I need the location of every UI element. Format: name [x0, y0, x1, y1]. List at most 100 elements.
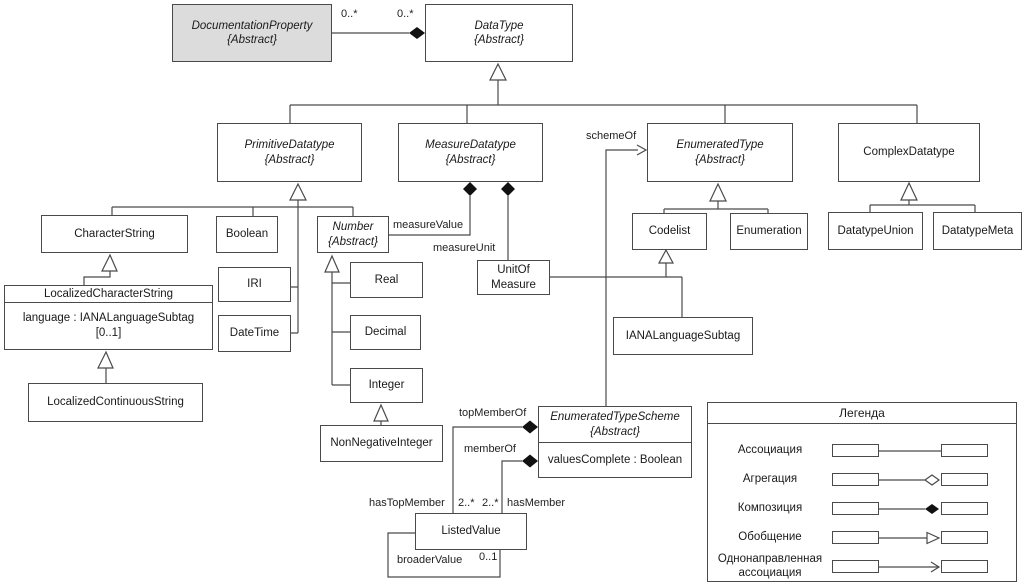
- legend-row-directed-association: Однонаправленная ассоциация: [708, 552, 1016, 581]
- edge-label-role-measureunit: measureUnit: [433, 242, 496, 254]
- diamond-topmemberof: [522, 420, 538, 434]
- class-title-line: NonNegativeInteger: [330, 437, 433, 450]
- composition-connector-icon: [879, 503, 939, 514]
- class-title: LocalizedContinuousString: [29, 384, 202, 421]
- edge-primitive-children: [111, 200, 354, 334]
- class-title: Number{Abstract}: [318, 217, 388, 252]
- node-boolean: Boolean: [216, 216, 278, 253]
- legend-row-label: Ассоциация: [737, 443, 803, 456]
- class-title-line: {Abstract}: [227, 34, 277, 46]
- legend-target-box: [941, 444, 988, 457]
- node-documentation-property: DocumentationProperty {Abstract}: [172, 4, 332, 62]
- class-title-line: CharacterString: [74, 227, 155, 240]
- legend-source-box: [832, 502, 879, 515]
- node-iana-language-subtag: IANALanguageSubtag: [613, 317, 753, 355]
- edge-label-mult-docprop-end: 0..*: [341, 8, 358, 20]
- triangle-enumeratedtype: [709, 182, 727, 202]
- diamond-memberof: [522, 454, 538, 468]
- legend-row-aggregation: Агрегация: [708, 465, 1016, 494]
- class-title: Integer: [351, 369, 422, 402]
- class-title-line: Boolean: [225, 228, 269, 241]
- class-title: PrimitiveDatatype{Abstract}: [218, 124, 361, 181]
- node-number: Number{Abstract}: [317, 216, 389, 253]
- class-title-line: Enumeration: [736, 225, 802, 238]
- edge-label-role-schemeof: schemeOf: [586, 130, 637, 142]
- class-title-line: LocalizedContinuousString: [47, 396, 184, 409]
- legend-source-box: [832, 473, 879, 486]
- class-title-line: Measure: [491, 278, 536, 291]
- edge-label-mult-datatype-end: 0..*: [397, 8, 414, 20]
- attribute-line: valuesComplete : Boolean: [547, 453, 683, 466]
- class-title-line: {Abstract}: [590, 425, 640, 438]
- class-title-line: PrimitiveDatatype: [244, 139, 335, 152]
- class-title-line: Codelist: [648, 225, 691, 238]
- triangle-datatype: [489, 62, 507, 81]
- class-title-line: EnumeratedType: [676, 139, 764, 152]
- node-decimal: Decimal: [350, 315, 421, 350]
- node-data-type: DataType{Abstract}: [425, 4, 573, 62]
- edge-enumeratedtype-children: [663, 201, 769, 213]
- association-and-generalization-lines: [83, 32, 976, 578]
- class-title-line: ListedValue: [441, 525, 501, 538]
- edge-label-role-broadervalue: broaderValue: [397, 554, 463, 566]
- class-title: DocumentationProperty {Abstract}: [173, 5, 331, 61]
- node-complex-datatype: ComplexDatatype: [838, 123, 980, 182]
- triangle-primitive: [289, 182, 307, 201]
- class-title: Boolean: [217, 217, 277, 252]
- legend-source-box: [832, 531, 879, 544]
- class-title: IANALanguageSubtag: [614, 318, 752, 354]
- class-title: DatatypeUnion: [829, 213, 922, 249]
- diamond-docprop-datatype: [409, 27, 425, 39]
- edge-label-role-measurevalue: measureValue: [393, 219, 464, 231]
- class-title-line: Integer: [368, 379, 405, 392]
- node-enumeration: Enumeration: [730, 213, 808, 250]
- node-iri: IRI: [218, 267, 291, 302]
- legend-row-label: Композиция: [737, 501, 803, 514]
- class-title: NonNegativeInteger: [321, 426, 442, 461]
- generalization-triangles: [97, 62, 918, 422]
- class-title-line: DatatypeMeta: [941, 224, 1014, 237]
- edge-topmemberof: [452, 426, 522, 513]
- directed-association-connector-icon: [879, 560, 941, 573]
- triangle-integer: [373, 403, 389, 422]
- diamond-measurevalue: [463, 182, 477, 196]
- class-title: Decimal: [351, 316, 420, 349]
- legend-source-box: [832, 560, 879, 573]
- triangle-codelist: [657, 248, 675, 264]
- edge-label-role-topmemberof: topMemberOf: [459, 407, 527, 419]
- diamond-measureunit: [501, 182, 515, 196]
- node-integer: Integer: [350, 368, 423, 403]
- legend-row-label: Обобщение: [738, 530, 802, 543]
- triangle-number: [324, 254, 340, 273]
- node-character-string: CharacterString: [41, 215, 188, 253]
- legend-target-box: [941, 560, 988, 573]
- class-title: CharacterString: [42, 216, 187, 252]
- edge-complex-children: [869, 200, 976, 212]
- class-title: EnumeratedType{Abstract}: [648, 124, 792, 181]
- class-title: MeasureDatatype{Abstract}: [399, 124, 542, 181]
- association-connector-icon: [879, 449, 941, 452]
- edge-label-mult-hastopmember: 2..*: [458, 497, 475, 509]
- class-title: LocalizedCharacterString: [5, 286, 212, 302]
- edge-memberof: [501, 460, 522, 513]
- class-title-line: Decimal: [364, 326, 407, 339]
- class-title-line: IANALanguageSubtag: [625, 329, 741, 342]
- edge-datatype-children-bus: [289, 80, 918, 123]
- class-title-line: DocumentationProperty: [191, 19, 313, 32]
- legend-target-box: [941, 531, 988, 544]
- class-title: DateTime: [219, 316, 290, 351]
- edge-label-role-hasmember: hasMember: [507, 497, 566, 509]
- generalization-connector-icon: [879, 531, 941, 544]
- node-listed-value: ListedValue: [415, 513, 527, 550]
- class-title: IRI: [219, 268, 290, 301]
- class-attributes: valuesComplete : Boolean: [539, 442, 691, 477]
- class-title: ListedValue: [416, 514, 526, 549]
- class-title: Codelist: [633, 214, 706, 249]
- node-datatype-union: DatatypeUnion: [828, 212, 923, 250]
- composition-diamonds: [409, 27, 538, 468]
